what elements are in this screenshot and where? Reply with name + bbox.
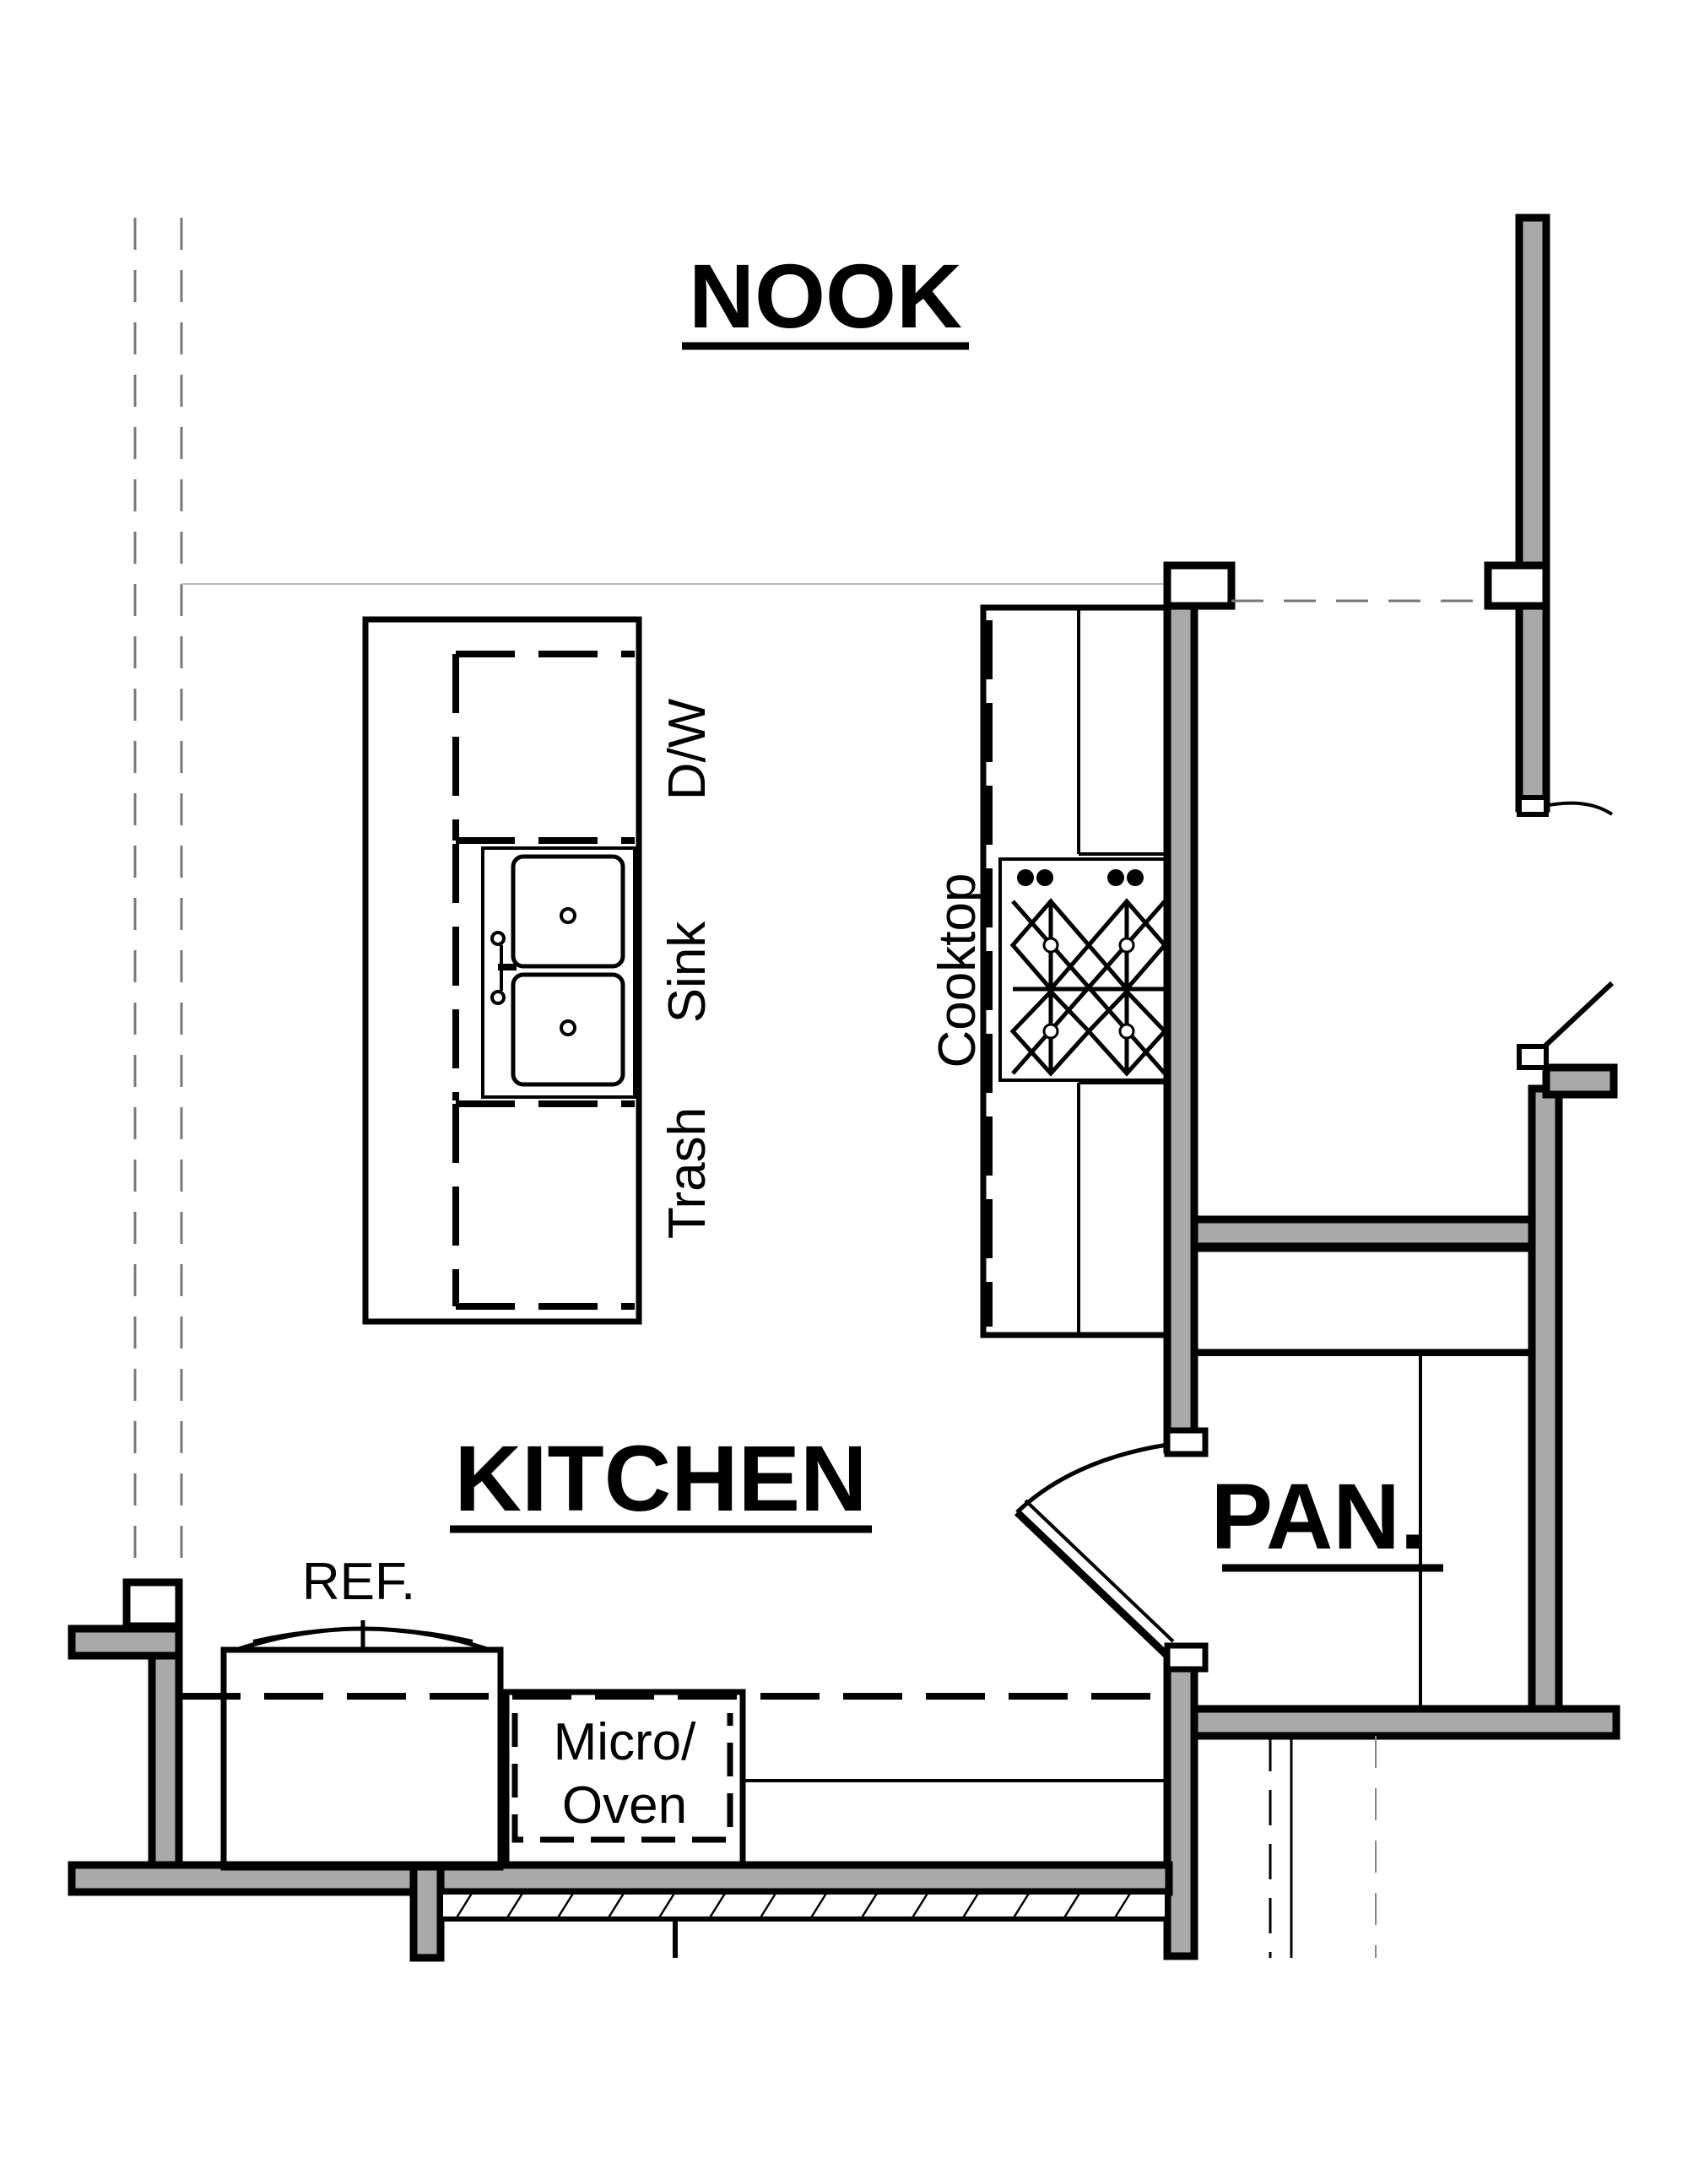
pantry-shelving [1191,1246,1535,1709]
fixture-label-refrigerator: REF. [302,1553,415,1611]
left-dashed-boundary [133,218,1165,1571]
room-label-nook: NOOK [689,245,962,347]
fixture-label-sink: Sink [658,921,717,1024]
door-swing-upper-right [1517,795,1615,1070]
sink-icon [481,846,636,1099]
lower-right-dashed [1269,1736,1377,1958]
kitchen-label-group: KITCHEN [450,1427,872,1533]
fixture-label-cooktop: Cooktop [928,873,987,1068]
kitchen-island [362,616,642,1325]
fixture-label-trash: Trash [658,1107,717,1239]
fixture-label-micro-line2: Oven [562,1776,687,1835]
room-label-pantry: PAN. [1211,1465,1426,1569]
cooktop-counter [980,604,1171,1338]
cooktop-icon [998,857,1169,1082]
bottom-counter [181,1689,1170,1958]
room-label-kitchen: KITCHEN [455,1427,868,1531]
fixture-label-dishwasher: D/W [658,698,717,800]
nook-label-group: NOOK [682,245,969,350]
fixture-label-micro-line1: Micro/ [554,1713,697,1771]
refrigerator-icon [220,1620,504,1871]
walls [68,214,1620,1962]
pantry-label-group: PAN. [1211,1465,1443,1572]
pantry-door [1014,1427,1209,1673]
